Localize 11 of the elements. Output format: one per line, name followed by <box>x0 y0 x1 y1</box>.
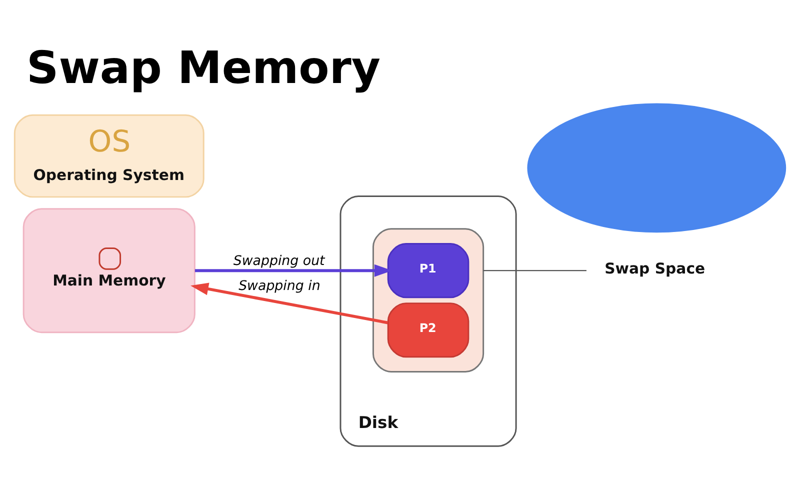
node-box: OS Operating System <box>14 114 204 198</box>
node-text: Swap Space <box>604 259 706 278</box>
node-box: P2 <box>387 302 470 358</box>
node-box: Main Memory <box>22 208 196 333</box>
node-cloud <box>527 102 786 232</box>
node-box: P1 <box>387 242 470 298</box>
connector <box>483 269 586 271</box>
arrow <box>190 282 388 324</box>
edge-label: Swapping out <box>233 253 325 268</box>
diagram-title: Swap Memory <box>26 42 380 94</box>
edge-label: Swapping in <box>238 278 320 294</box>
